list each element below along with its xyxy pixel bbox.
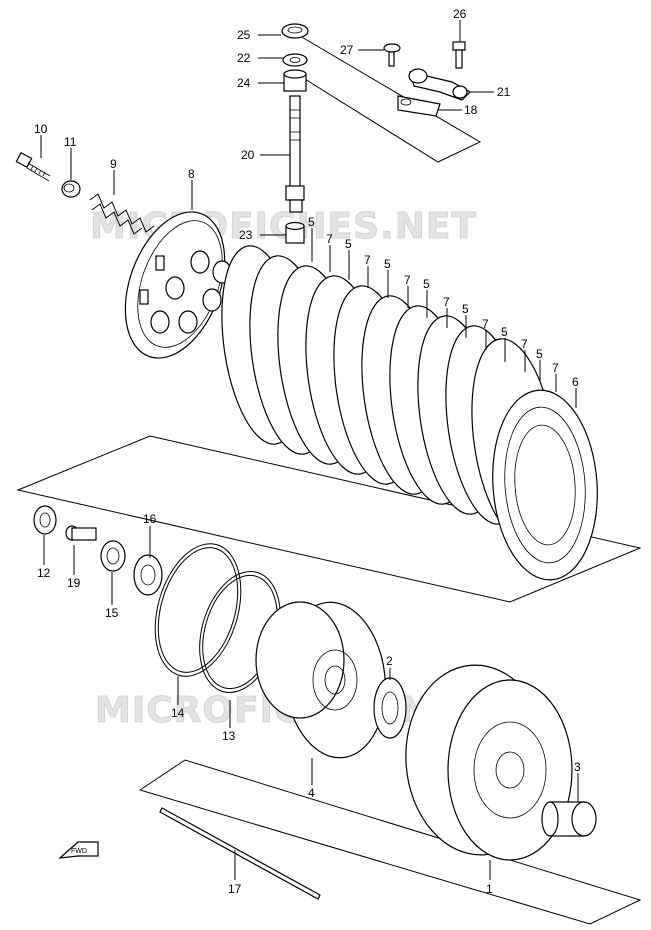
release-arm-21 [408, 68, 471, 101]
callout-23: 23 [239, 228, 253, 242]
callout-7a: 7 [326, 232, 333, 246]
callout-2: 2 [386, 654, 393, 668]
release-shaft-plane [299, 35, 482, 163]
callout-10: 10 [34, 122, 48, 136]
release-shaft-20 [285, 95, 305, 213]
callout-6: 6 [572, 375, 579, 389]
callout-1: 1 [486, 882, 493, 896]
washer-22 [282, 53, 308, 67]
callout-5a: 5 [308, 215, 315, 229]
bearing-24 [283, 69, 307, 92]
callout-13: 13 [222, 729, 236, 743]
callout-5d: 5 [423, 277, 430, 291]
plate-18 [397, 95, 441, 117]
callout-12: 12 [37, 566, 51, 580]
callout-5c: 5 [384, 257, 391, 271]
callout-17: 17 [228, 882, 242, 896]
callout-24: 24 [237, 76, 251, 90]
spring-9 [89, 193, 155, 235]
callout-labels: 1 2 3 4 5 5 5 5 5 5 5 5 6 7 7 7 7 7 7 7 … [34, 7, 581, 896]
callout-7d: 7 [443, 295, 450, 309]
sleeve-3 [541, 801, 597, 837]
callout-16: 16 [143, 512, 157, 526]
callout-7c: 7 [404, 273, 411, 287]
bearing-12 [33, 505, 57, 535]
callout-8: 8 [188, 167, 195, 181]
bushing-19 [65, 525, 97, 541]
callout-7g: 7 [552, 361, 559, 375]
callout-25: 25 [237, 28, 251, 42]
callout-9: 9 [110, 157, 117, 171]
bearing-23 [285, 221, 305, 244]
cap-11 [61, 180, 81, 198]
lock-washer-16 [133, 554, 163, 596]
bolt-10 [15, 151, 51, 182]
screw-27 [383, 43, 401, 67]
leader-lines [40, 20, 579, 880]
callout-5f: 5 [501, 325, 508, 339]
callout-27: 27 [340, 43, 354, 57]
callout-26: 26 [453, 7, 467, 21]
callout-14: 14 [171, 706, 185, 720]
thrust-washer-2 [373, 677, 407, 739]
callout-5g: 5 [536, 347, 543, 361]
pressure-plate-8 [124, 211, 232, 359]
callout-20: 20 [241, 148, 255, 162]
callout-11: 11 [64, 135, 77, 149]
nut-15 [100, 540, 126, 572]
callout-5b: 5 [345, 237, 352, 251]
callout-4: 4 [308, 786, 315, 800]
fwd-label: FWD [71, 848, 87, 855]
seal-25 [281, 23, 309, 39]
callout-7e: 7 [482, 317, 489, 331]
bolt-26 [452, 41, 466, 69]
callout-5e: 5 [462, 302, 469, 316]
clutch-housing-1 [405, 664, 573, 861]
callout-19: 19 [67, 576, 81, 590]
fwd-arrow-icon: FWD [58, 841, 99, 859]
callout-7f: 7 [521, 337, 528, 351]
callout-22: 22 [237, 51, 251, 65]
pushrod-plane [138, 759, 642, 925]
push-rod-17 [159, 807, 321, 900]
callout-7b: 7 [364, 253, 371, 267]
plate-stack-plane [16, 435, 642, 603]
callout-18: 18 [464, 103, 478, 117]
clutch-plate-stack [221, 245, 598, 581]
callout-21: 21 [497, 85, 511, 99]
clutch-hub-4 [255, 601, 386, 759]
wire-ring-14 [154, 543, 242, 677]
callout-3: 3 [574, 760, 581, 774]
callout-15: 15 [105, 606, 119, 620]
